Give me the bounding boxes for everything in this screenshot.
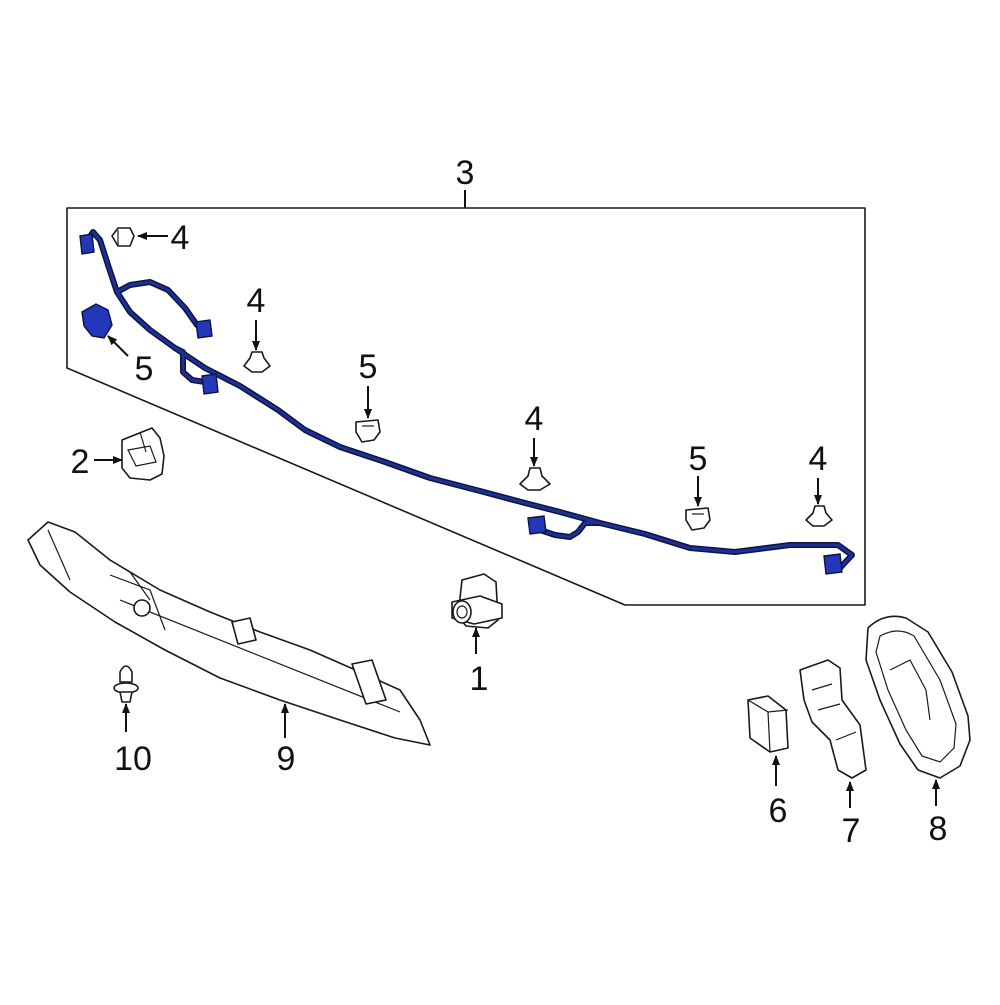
harness-wire [86,230,854,570]
callout-3: 3 [456,154,475,192]
callout-4-top-left: 4 [171,219,190,257]
wiring-harness[interactable] [79,229,855,575]
callout-5-mid-right: 5 [689,440,708,478]
callout-7: 7 [842,812,861,850]
sensor-bracket-2[interactable] [121,427,165,481]
retainer-5-mid-left[interactable] [355,419,381,443]
clip-4-top-left[interactable] [111,227,135,247]
callout-6: 6 [769,792,788,830]
harness-branch-outline-1 [114,279,206,333]
leader-5-left [107,335,129,357]
retainer-5-mid-right[interactable] [685,507,711,531]
callout-4-upper-mid: 4 [247,282,266,320]
harness-connector-branch-1 [195,319,213,339]
callout-9: 9 [277,740,296,778]
callout-4-center: 4 [525,400,544,438]
callout-10: 10 [114,740,152,778]
park-sensor-1[interactable] [451,573,503,629]
callout-4-right: 4 [809,440,828,478]
clip-4-center[interactable] [519,467,551,491]
mounting-bracket-7[interactable] [799,659,867,779]
splash-shield-8[interactable] [865,615,971,779]
harness-connector-branch-2 [201,373,219,395]
harness-wire-outline [85,229,855,571]
control-module-6[interactable] [747,695,789,753]
callout-1: 1 [470,660,489,698]
callout-8: 8 [929,810,948,848]
harness-connector-right-end [823,553,843,575]
clip-4-upper-mid[interactable] [243,351,271,373]
clip-4-right[interactable] [805,505,833,527]
harness-branch-outline-3 [537,520,603,540]
harness-connector-sensor-left [81,303,113,339]
callout-2: 2 [71,443,90,481]
harness-connector-top-left [79,233,95,255]
callout-5-mid-left: 5 [359,348,378,386]
harness-branch-2 [173,346,207,384]
bumper-reinforcement-9[interactable] [27,521,431,746]
callout-5-left: 5 [135,350,154,388]
push-pin-10[interactable] [113,665,139,703]
harness-connector-mid [527,515,547,535]
harness-branch-3 [538,521,602,539]
harness-group-box [66,207,866,606]
